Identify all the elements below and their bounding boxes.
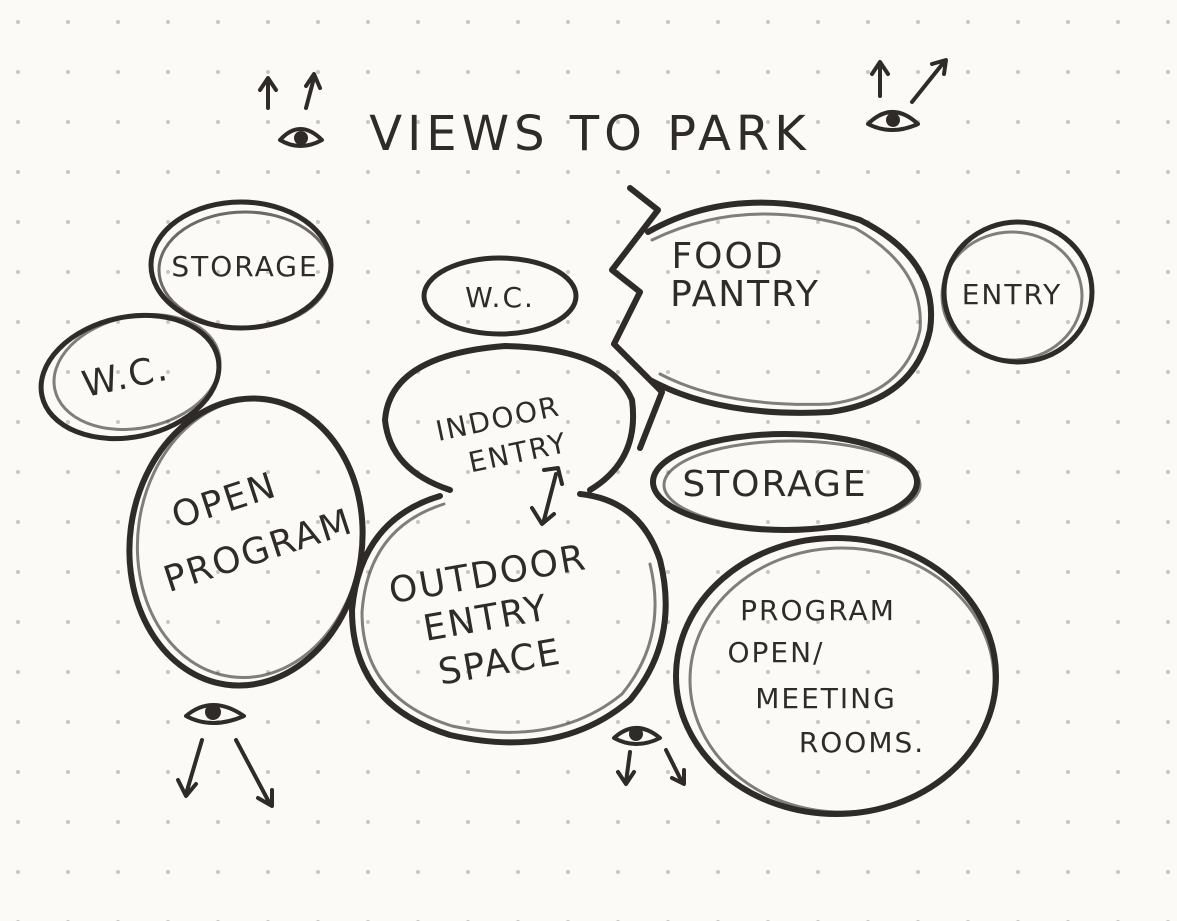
bubble-food-pantry: [609, 185, 935, 451]
label-food-pantry-2: PANTRY: [670, 274, 820, 315]
label-program-meeting-1: PROGRAM: [740, 594, 896, 627]
label-program-meeting-4: ROOMS.: [799, 726, 925, 759]
bubble-entry: [940, 219, 1095, 365]
label-storage-right: STORAGE: [682, 464, 867, 505]
eye-icon: [258, 72, 324, 148]
label-entry: ENTRY: [962, 278, 1063, 311]
label-program-meeting-3: MEETING: [755, 682, 897, 715]
diagram-title: VIEWS TO PARK: [369, 106, 810, 162]
bubble-program-meeting: [673, 535, 999, 817]
eye-icon: [176, 703, 274, 808]
label-storage-top: STORAGE: [171, 250, 318, 283]
label-wc-center: W.C.: [465, 281, 535, 314]
bubble-indoor-entry: [382, 343, 636, 493]
bubble-wc-center: [421, 255, 579, 337]
bubble-outdoor-entry: [349, 491, 669, 746]
bubble-wc-left: [38, 312, 222, 442]
double-arrow-icon: [530, 466, 564, 526]
label-program-meeting-2: OPEN/: [728, 636, 825, 669]
bubble-open-program: [126, 395, 366, 689]
label-food-pantry-1: FOOD: [671, 236, 784, 277]
bubble-storage-top: [148, 199, 334, 331]
bubble-storage-right: [650, 431, 922, 533]
eye-icon: [612, 726, 686, 786]
eye-icon: [866, 58, 948, 132]
